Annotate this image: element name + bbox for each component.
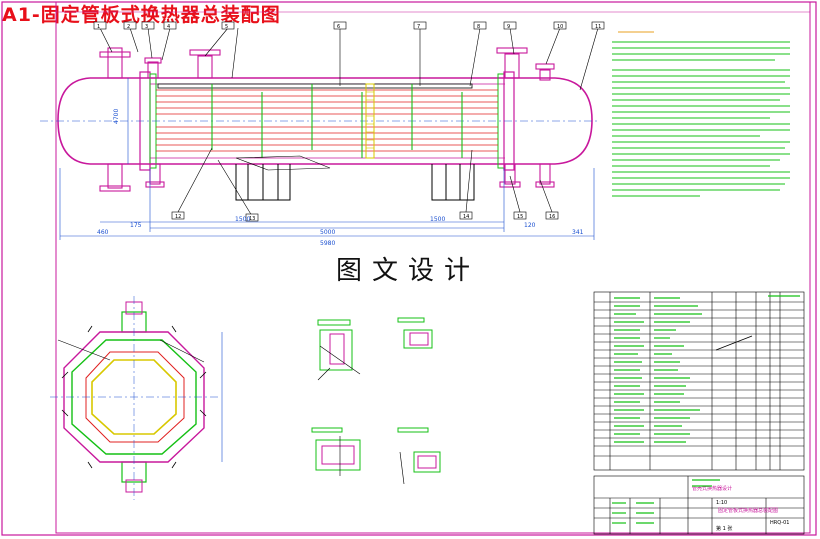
dimension-lines: [59, 78, 595, 240]
part-number-label: 9: [507, 24, 510, 30]
drawing-title: A1-固定管板式换热器总装配图: [2, 4, 281, 26]
end-view-inner: [71, 339, 197, 455]
title-block-sheet: 第 1 张: [716, 525, 732, 532]
part-number-label: 13: [249, 216, 255, 222]
part-number-label: 11: [595, 24, 601, 30]
part-number-label: 5: [225, 24, 228, 30]
break-section: [365, 83, 375, 159]
part-number-label: 2: [127, 24, 130, 30]
part-number-label: 10: [557, 24, 563, 30]
title-block-name-1: 管壳式换热器设计: [692, 485, 732, 492]
section-hatch: [235, 155, 331, 171]
watermark-text: 图文设计: [336, 256, 481, 286]
bottom-nozzles: [99, 163, 555, 192]
part-number-label: 16: [549, 214, 555, 220]
baffle-plates: [211, 84, 463, 158]
dim-left-nozzle: 175: [130, 222, 142, 229]
end-view-bundle: [91, 359, 177, 435]
dim-right-end: 341: [572, 229, 584, 236]
parts-list-entries: [614, 295, 800, 443]
parts-list-table: [593, 291, 805, 471]
part-number-label: 14: [463, 214, 469, 220]
part-number-label: 4: [167, 24, 170, 30]
main-elevation-view: 5980 5000 1500 1500 460 175 341 120 4700: [40, 21, 605, 247]
dim-right-nozzle: 120: [524, 222, 536, 229]
detail-views: [311, 317, 441, 485]
dim-seg-1: 1500: [235, 216, 250, 223]
dim-total-length: 5980: [320, 240, 335, 247]
title-block: [593, 475, 805, 535]
right-head: [554, 77, 593, 165]
part-number-label: 3: [145, 24, 148, 30]
part-number-label: 12: [175, 214, 181, 220]
tie-rod: [157, 83, 473, 89]
part-number-label: 8: [477, 24, 480, 30]
part-number-label: 7: [417, 24, 420, 30]
title-block-scale: 1:10: [716, 500, 727, 506]
top-nozzles: [99, 47, 555, 81]
dim-seg-2: 1500: [430, 216, 445, 223]
part-number-label: 1: [97, 24, 100, 30]
part-number-label: 6: [337, 24, 340, 30]
end-view-outer: [63, 331, 205, 463]
title-block-drawing-no: HRQ-01: [770, 520, 789, 526]
saddle-supports: [235, 164, 475, 201]
technical-notes: [612, 31, 790, 197]
end-view: [50, 296, 223, 500]
dim-tube-length: 5000: [320, 229, 335, 236]
title-block-name-2: 固定管板式换热器总装配图: [718, 507, 778, 514]
part-balloons: [93, 21, 605, 222]
leader-lines: [99, 27, 599, 217]
inner-frame: [55, 1, 811, 534]
end-view-tube-limit: [85, 351, 185, 443]
tube-bundle: [156, 89, 498, 152]
part-number-label: 15: [517, 214, 523, 220]
dim-height: 4700: [113, 109, 120, 124]
dim-left-end: 460: [97, 229, 109, 236]
left-head: [57, 77, 91, 165]
